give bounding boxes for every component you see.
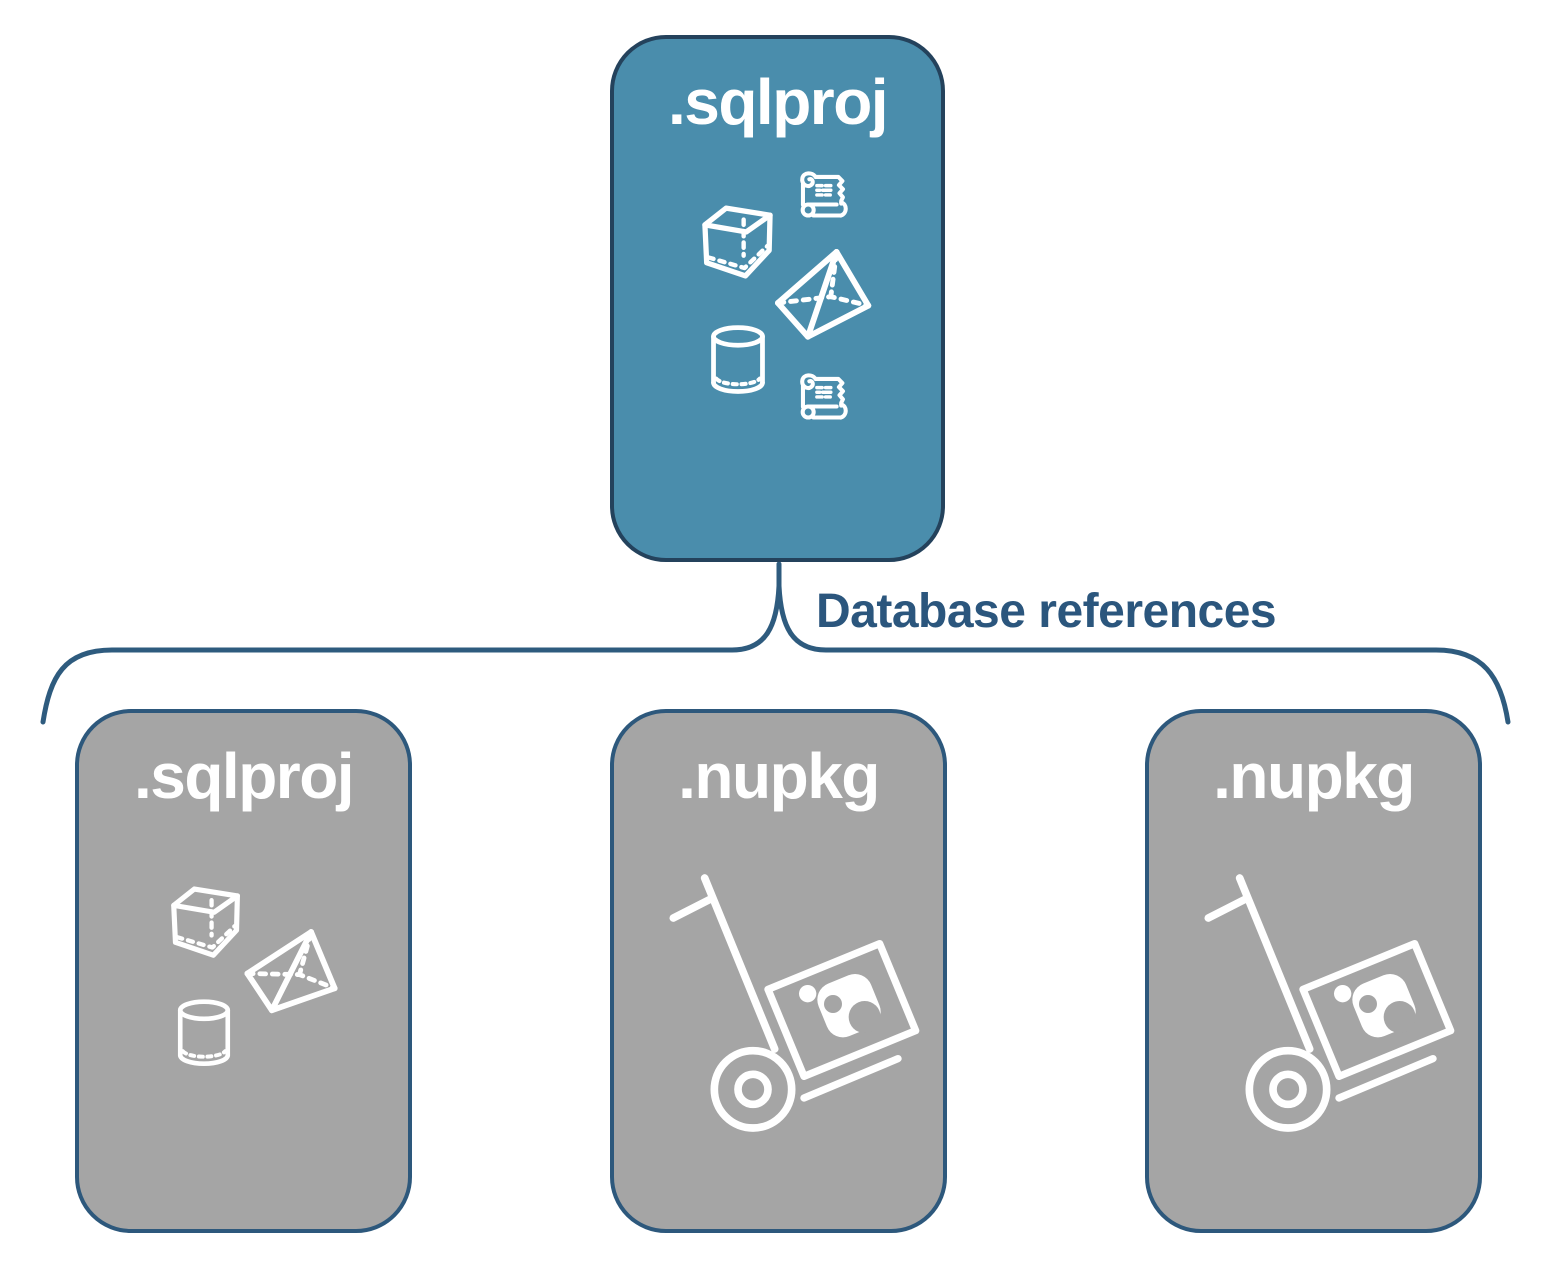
box-title: .nupkg (678, 740, 880, 812)
database-references-label: Database references (816, 585, 1277, 638)
pyramid-icon (767, 242, 881, 350)
box-title: .sqlproj (133, 740, 355, 812)
cylinder-icon (171, 996, 237, 1080)
cube-icon (697, 202, 785, 290)
child-nupkg-box-2: .nupkg (1145, 709, 1482, 1233)
script-scroll-icon (796, 372, 854, 430)
package-dolly-icon (1179, 854, 1479, 1154)
package-dolly-icon (644, 854, 944, 1154)
child-nupkg-box-1: .nupkg (610, 709, 947, 1233)
root-sqlproj-box: .sqlproj (610, 35, 945, 562)
pyramid-icon (232, 914, 354, 1032)
box-title: .sqlproj (667, 66, 889, 138)
cube-icon (166, 883, 252, 969)
box-title: .nupkg (1213, 740, 1415, 812)
cylinder-icon (704, 322, 772, 408)
script-scroll-icon (796, 170, 854, 228)
child-sqlproj-box: .sqlproj (75, 709, 412, 1233)
